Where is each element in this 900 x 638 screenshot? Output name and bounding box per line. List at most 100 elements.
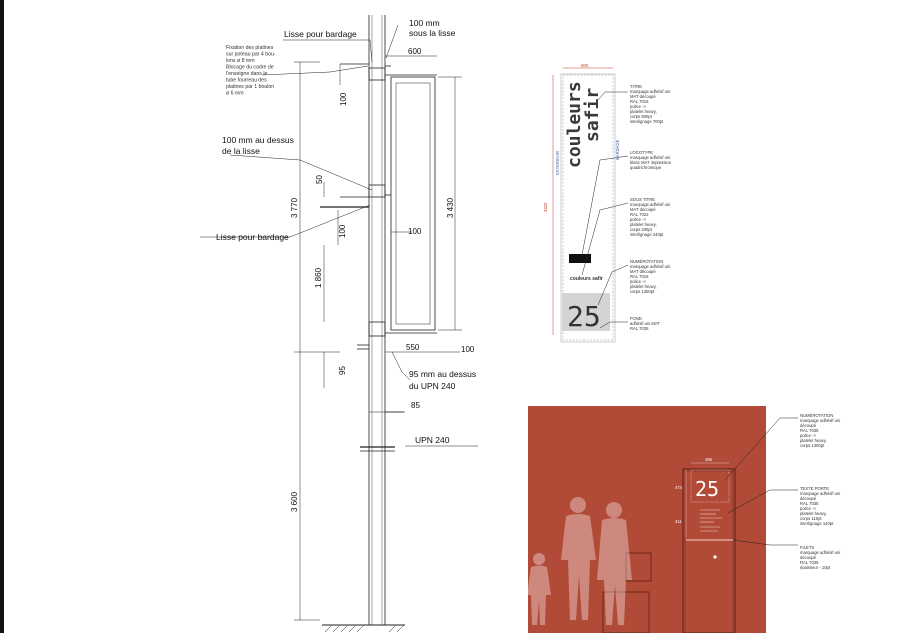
titre-7: interlignage 700pt (630, 119, 664, 124)
sheet-border (0, 0, 4, 633)
sign-width-dim: 600 (581, 63, 589, 68)
num-6: corps 1300pt (630, 289, 655, 294)
sign-height-dim: 3320 (543, 202, 548, 212)
dim-50: 50 (315, 175, 324, 184)
fixation-note-3: lons ø 8 mm (226, 58, 255, 64)
door-callouts: NUMÉROTATION marquage adhésif uni découp… (800, 413, 840, 570)
door-num-4: police -> (800, 433, 816, 438)
door-num-2: découpé (800, 423, 817, 428)
texte-porte-3: RAL 7035 (800, 501, 819, 506)
texte-porte-7: interlignage 140pt (800, 521, 834, 526)
filets-1: marquage adhésif uni (800, 550, 840, 555)
texte-porte-5: platelet heavy, (800, 511, 827, 516)
sous-titre-1: marquage adhésif uni (630, 202, 670, 207)
left-drawing-labels: Lisse pour bardage 100 mm sous la lisse … (216, 18, 476, 512)
label-100mm-sous-line1: 100 mm (409, 18, 440, 28)
sous-titre-3: RAL 7022 (630, 212, 649, 217)
titre-2: MAT découpé (630, 94, 656, 99)
label-100mm-sous-line2: sous la lisse (409, 28, 456, 38)
filets-2: découpé (800, 555, 817, 560)
sign-number: 25 (567, 300, 601, 333)
label-95mm-line1: 95 mm au dessus (409, 369, 476, 379)
bardage-label: BARDAGE (615, 139, 620, 160)
door-num-6: corps 1300pt (800, 443, 825, 448)
door-text-lines (700, 509, 722, 532)
brand-line2: safir (582, 88, 603, 142)
titre-6: corps 800pt (630, 114, 653, 119)
sign-panel-texts: 600 3320 EXTERIEUR BARDAGE couleurs safi… (543, 63, 672, 333)
dim-600: 600 (408, 47, 422, 56)
fixation-note-2: sur poteau par 4 bou- (226, 52, 276, 58)
texte-porte-2: découpé (800, 496, 817, 501)
titre-5: platelet heavy, (630, 109, 657, 114)
logo-small: couleurs safir (570, 276, 603, 282)
dimension-lines (200, 24, 478, 621)
sous-titre-6: corps 200pt (630, 227, 653, 232)
door-num-3: RAL 7035 (800, 428, 819, 433)
filets-4: épaisseur - 10pt (800, 565, 831, 570)
fixation-note-4: Blocage du cadre de (226, 65, 274, 71)
num-3: RAL 7016 (630, 274, 649, 279)
sous-titre-7: interlignage 240pt (630, 232, 664, 237)
dim-100-bottom: 100 (461, 345, 475, 354)
dim-100-right: 100 (408, 227, 422, 236)
door-number: 25 (695, 477, 719, 501)
dim-3430: 3 430 (446, 197, 455, 218)
fond-0: FOND (630, 316, 642, 321)
logotype-0: LOGOTYPE (630, 150, 653, 155)
titre-1: marquage adhésif uni (630, 89, 670, 94)
door-num-1: marquage adhésif uni (800, 418, 840, 423)
exterieur-label: EXTERIEUR (555, 151, 560, 175)
door-num-5: platelet heavy, (800, 438, 827, 443)
fixation-note-5: l'enseigne dans le (226, 71, 267, 77)
dim-95: 95 (338, 366, 347, 375)
sous-titre-0: SOUS TITRE (630, 197, 655, 202)
titre-3: RAL 7016 (630, 99, 649, 104)
titre-4: police -> (630, 104, 646, 109)
sous-titre-2: MAT découpé (630, 207, 656, 212)
filets-3: RAL 7035 (800, 560, 819, 565)
door-elevation: 25 485 474 411 (527, 406, 840, 634)
label-lisse-top: Lisse pour bardage (284, 29, 357, 39)
dim-550: 550 (406, 343, 420, 352)
label-100mm-dessus-line1: 100 mm au dessus (222, 135, 294, 145)
brand-line1: couleurs (564, 81, 585, 168)
sign-panel (552, 67, 629, 343)
logotype-2: blanc MAT impression (630, 160, 672, 165)
fond-1: adhésif uni MAT (630, 321, 660, 326)
num-4: police -> (630, 279, 646, 284)
fixation-note-8: ø 6 mm (226, 91, 244, 97)
texte-porte-0: TEXTE PORTE (800, 486, 829, 491)
titre-0: TITRE (630, 84, 642, 89)
label-95mm-line2: du UPN 240 (409, 381, 456, 391)
red-wall (528, 406, 766, 633)
label-upn: UPN 240 (415, 435, 450, 445)
num-1: marquage adhésif uni (630, 264, 670, 269)
logotype-1: marquage adhésif uni (630, 155, 670, 160)
dim-100-top: 100 (339, 92, 348, 106)
fixation-note-6: tube fourreau des (226, 78, 267, 84)
num-2: MAT découpé (630, 269, 656, 274)
texte-porte-1: marquage adhésif uni (800, 491, 840, 496)
label-100mm-dessus-line2: de la lisse (222, 146, 260, 156)
dim-485: 485 (705, 457, 713, 462)
dim-85: 85 (411, 401, 420, 410)
fixation-note-7: platines par 1 boulon (226, 84, 274, 90)
logotype-block (569, 254, 591, 263)
texte-porte-6: corps 110pt (800, 516, 822, 521)
pole-elevation (320, 15, 437, 633)
dim-100-mid: 100 (338, 224, 347, 238)
dim-474: 474 (675, 485, 683, 490)
dim-3600: 3 600 (290, 491, 299, 512)
dim-1860: 1 860 (314, 267, 323, 288)
door-num-0: NUMÉROTATION (800, 413, 833, 418)
sous-titre-5: platelet heavy, (630, 222, 657, 227)
fixation-note-1: Fixation des platines (226, 45, 274, 51)
fond-2: RAL 7035 (630, 326, 649, 331)
num-5: platelet heavy, (630, 284, 657, 289)
num-0: NUMÉROTATION (630, 259, 663, 264)
people-silhouettes (527, 497, 632, 625)
sous-titre-4: police -> (630, 217, 646, 222)
